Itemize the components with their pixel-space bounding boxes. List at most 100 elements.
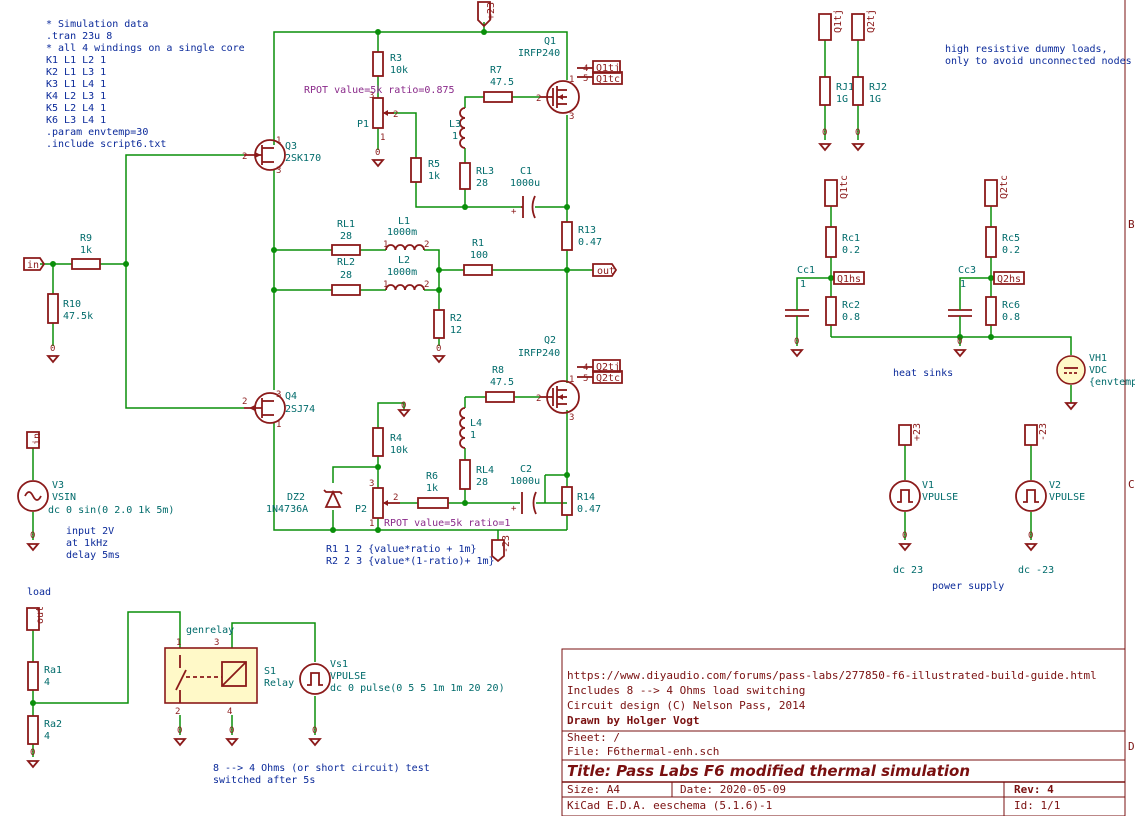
svg-text:0.8: 0.8	[842, 312, 860, 323]
svg-text:R13: R13	[578, 225, 596, 236]
jfet-Q4: Q4 2SJ74 231	[242, 390, 315, 430]
svg-text:RL4: RL4	[476, 465, 494, 476]
heat-sinks-note: heat sinks	[893, 368, 953, 379]
resistor-RL2: RL2 28	[331, 257, 361, 296]
input-note-1: input 2V	[66, 526, 114, 537]
svg-text:1k: 1k	[428, 171, 440, 182]
svg-text:0: 0	[902, 531, 907, 541]
resistor-R10: R10 47.5k	[47, 293, 93, 324]
svg-text:Ra1: Ra1	[44, 665, 62, 676]
svg-text:Q2tc: Q2tc	[999, 175, 1010, 199]
resistor-R1: R1 100	[463, 238, 493, 276]
svg-text:5: 5	[583, 74, 588, 84]
svg-text:0.47: 0.47	[578, 237, 602, 248]
svg-text:1N4736A: 1N4736A	[266, 504, 308, 515]
resistor-Ra2: Ra2 4	[27, 715, 62, 745]
svg-text:0: 0	[957, 337, 962, 347]
svg-text:1: 1	[569, 75, 574, 85]
svg-text:3: 3	[276, 390, 281, 400]
title-block: https://www.diyaudio.com/forums/pass-lab…	[561, 648, 1126, 816]
titleblock-url: https://www.diyaudio.com/forums/pass-lab…	[567, 669, 1097, 682]
svg-text:2SK170: 2SK170	[285, 153, 321, 164]
svg-text:Relay: Relay	[264, 678, 294, 689]
svg-text:VPULSE: VPULSE	[330, 671, 366, 682]
svg-text:1: 1	[800, 279, 806, 290]
svg-text:47.5: 47.5	[490, 77, 514, 88]
svg-text:Q1: Q1	[544, 36, 556, 47]
junctions	[30, 29, 994, 706]
rpot1-directive: RPOT value=5k ratio=0.875	[304, 85, 455, 96]
resistor-R7: R7 47.5	[483, 65, 514, 103]
svg-text:1: 1	[383, 280, 388, 290]
svg-text:1: 1	[470, 430, 476, 441]
svg-text:Ra2: Ra2	[44, 719, 62, 730]
svg-text:1G: 1G	[869, 94, 881, 105]
wires	[32, 22, 1072, 757]
resistor-R13: R13 0.47	[561, 221, 602, 251]
source-V3: V3 VSIN dc 0 sin(0 2.0 1k 5m)	[17, 480, 174, 516]
net-label-m23	[491, 539, 505, 563]
net-label-q2tc-right	[984, 179, 998, 207]
svg-text:out: out	[597, 266, 615, 277]
svg-text:R2: R2	[450, 313, 462, 324]
svg-text:0.2: 0.2	[1002, 245, 1020, 256]
resistor-R8: R8 47.5	[485, 365, 515, 403]
resistor-RL3: RL3 28	[459, 162, 494, 190]
svg-text:0: 0	[375, 148, 380, 158]
svg-text:28: 28	[340, 231, 352, 242]
resistor-R4: R4 10k	[372, 427, 408, 457]
svg-text:1: 1	[383, 240, 388, 250]
resistor-Rc6: Rc6 0.8	[985, 296, 1020, 326]
resistor-R3: R3 10k	[372, 51, 408, 77]
svg-text:1: 1	[569, 375, 574, 385]
svg-text:2: 2	[424, 240, 429, 250]
mosfet-Q2: Q2 IRFP240 213 45	[518, 335, 593, 423]
svg-text:DZ2: DZ2	[287, 492, 305, 503]
svg-text:out: out	[35, 606, 46, 624]
svg-text:0: 0	[1028, 531, 1033, 541]
resistor-Ra1: Ra1 4	[27, 661, 62, 691]
net-label-q2tj	[592, 359, 621, 373]
note-line: .include script6.txt	[46, 139, 166, 150]
svg-text:28: 28	[476, 477, 488, 488]
jfet-Q3: Q3 2SK170 213	[242, 136, 321, 176]
svg-text:Q3: Q3	[285, 141, 297, 152]
svg-text:L2: L2	[398, 255, 410, 266]
svg-text:P2: P2	[355, 504, 367, 515]
svg-text:V2: V2	[1049, 480, 1061, 491]
svg-text:0: 0	[401, 401, 406, 411]
svg-text:+23: +23	[486, 2, 497, 20]
net-label-q1tj-right	[818, 13, 832, 41]
net-label-q1hs	[833, 271, 865, 285]
resistor-R5: R5 1k	[410, 157, 440, 183]
svg-text:1: 1	[276, 420, 281, 430]
svg-text:+23: +23	[912, 423, 923, 441]
svg-text:Q4: Q4	[285, 391, 297, 402]
net-label-in	[23, 257, 46, 271]
svg-text:3: 3	[569, 112, 574, 122]
source-VH1: VH1 VDC {envtemp}	[1056, 353, 1135, 388]
svg-text:V3: V3	[52, 480, 64, 491]
svg-text:0: 0	[50, 344, 55, 354]
svg-text:1000m: 1000m	[387, 227, 417, 238]
simulation-notes: * Simulation data .tran 23u 8 * all 4 wi…	[46, 19, 245, 150]
border-letter-b: B	[1128, 218, 1135, 231]
genrelay-label: genrelay	[186, 625, 234, 636]
svg-text:Q2tj: Q2tj	[596, 362, 620, 373]
svg-text:VPULSE: VPULSE	[922, 492, 958, 503]
svg-text:P1: P1	[357, 119, 369, 130]
svg-text:2: 2	[242, 152, 247, 162]
svg-text:Q1tj: Q1tj	[596, 63, 620, 74]
svg-text:in: in	[32, 433, 43, 445]
titleblock-line2: Includes 8 --> 4 Ohms load switching	[567, 684, 805, 697]
note-line: K6 L3 L4 1	[46, 115, 106, 126]
resistor-R6: R6 1k	[417, 471, 449, 509]
net-label-p23-top	[477, 1, 491, 28]
resistor-RL4: RL4 28	[459, 459, 494, 490]
svg-text:Vs1: Vs1	[330, 659, 348, 670]
potentiometer-P2: P2 321	[355, 479, 400, 529]
svg-text:4: 4	[44, 731, 50, 742]
border-letter-d: D	[1128, 740, 1135, 753]
svg-text:47.5k: 47.5k	[63, 311, 93, 322]
